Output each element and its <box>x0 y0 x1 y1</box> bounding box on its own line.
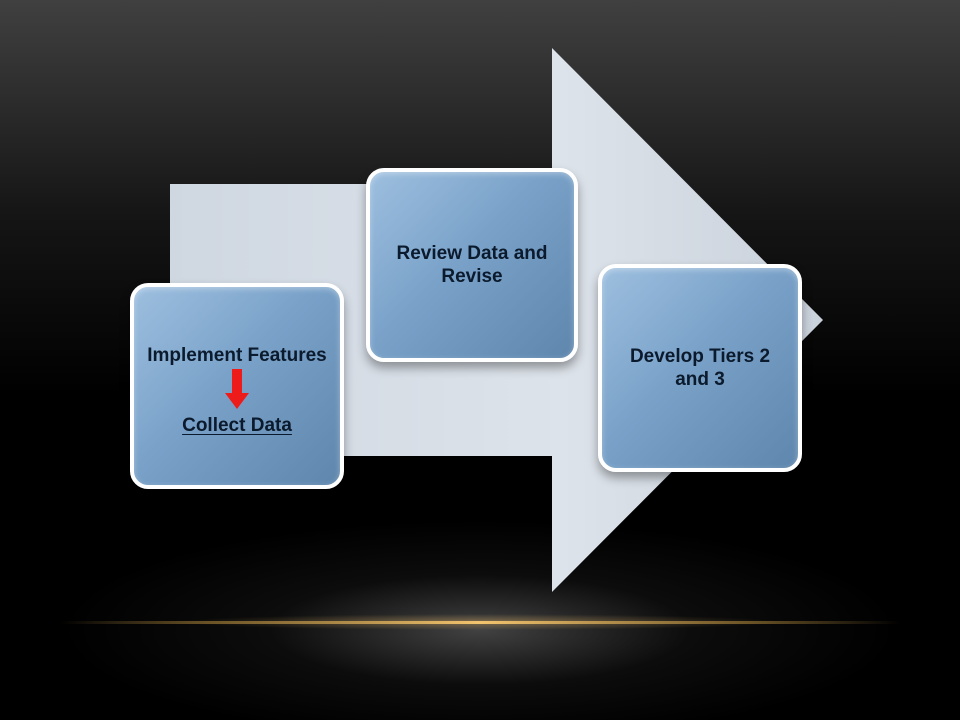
step-box-review-data: Review Data and Revise <box>366 168 578 362</box>
floor-line <box>60 621 900 624</box>
step-box-implement-features: Implement Features Collect Data <box>130 283 344 489</box>
step-label-review-data: Review Data and Revise <box>396 243 548 287</box>
step-label-develop-tiers: Develop Tiers 2 and 3 <box>629 346 771 390</box>
substep-label-collect-data: Collect Data <box>182 414 292 436</box>
arrow-down-icon <box>225 368 249 409</box>
step-box-develop-tiers: Develop Tiers 2 and 3 <box>598 264 802 472</box>
background-glow <box>0 480 960 720</box>
step-label-implement-features: Implement Features <box>147 344 327 366</box>
